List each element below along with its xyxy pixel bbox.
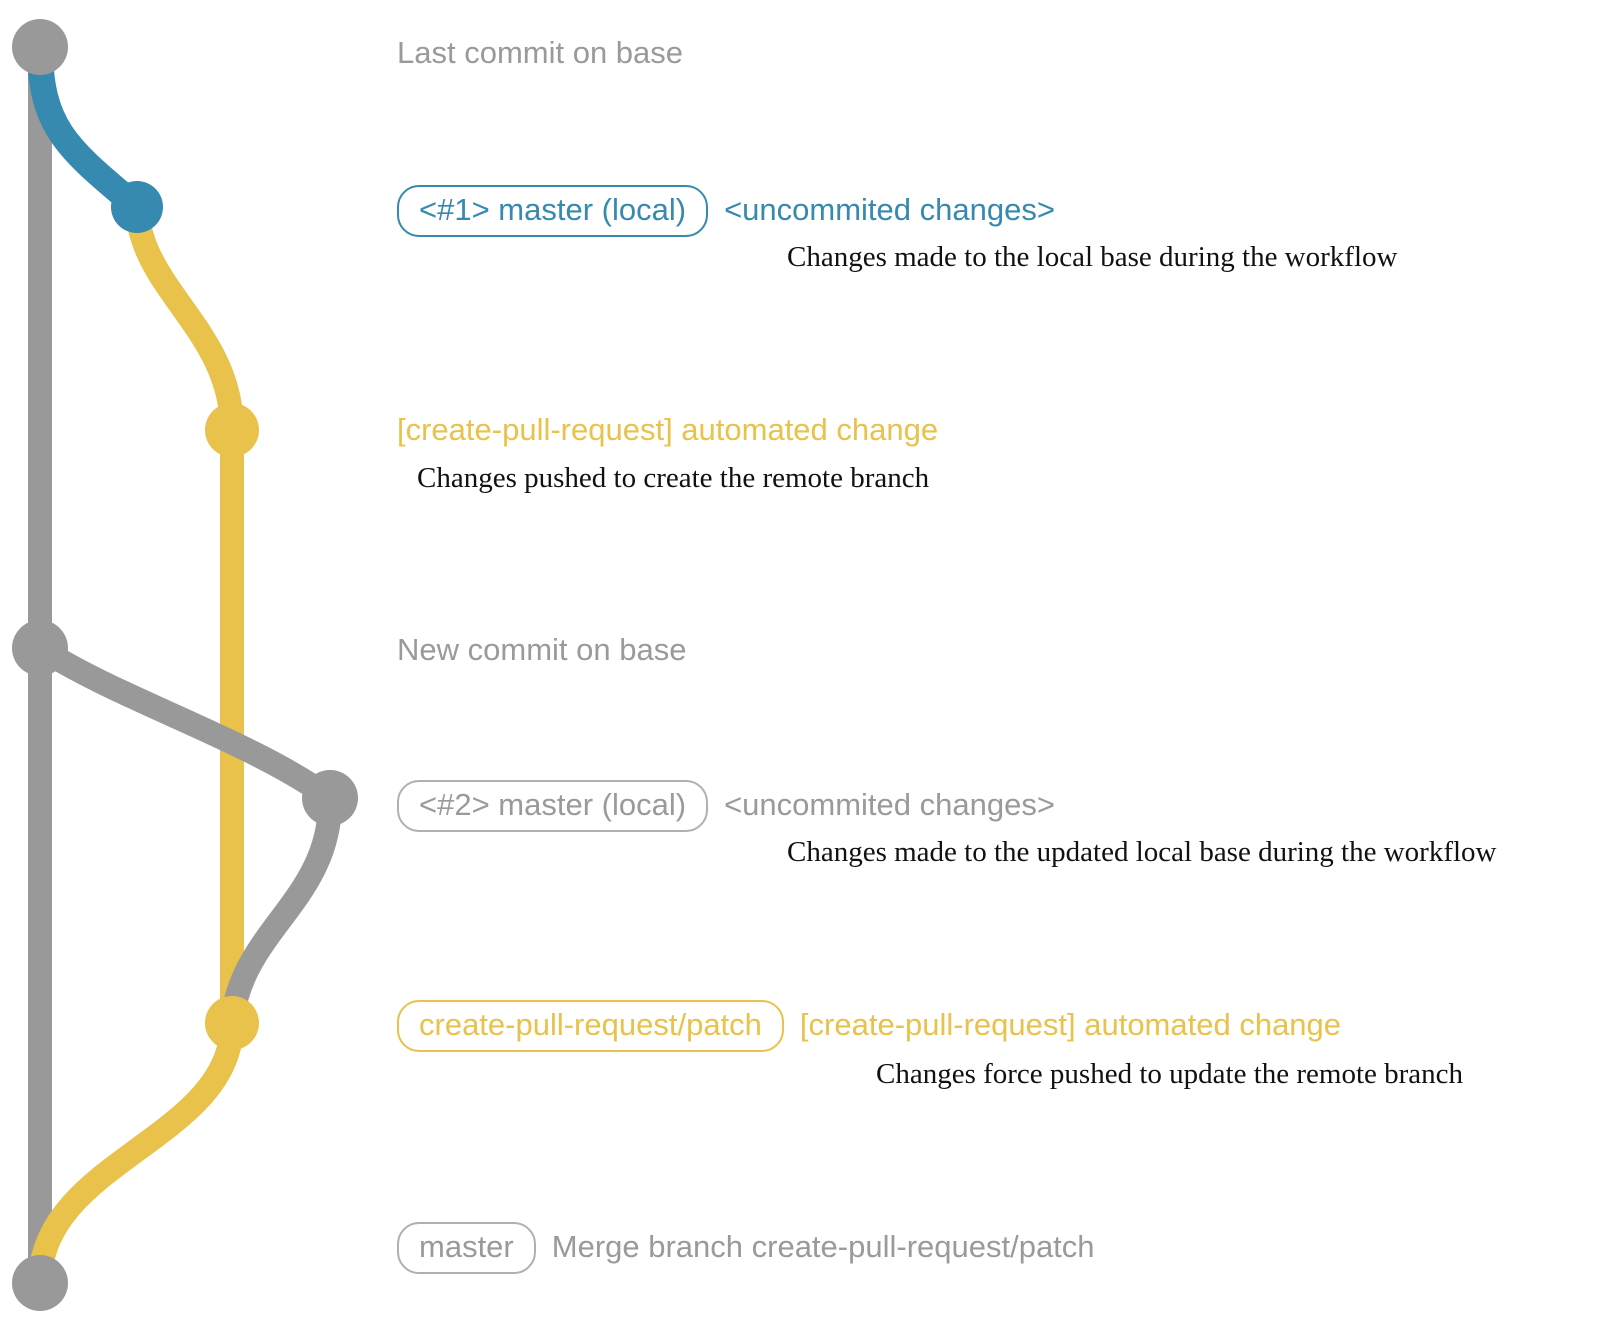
commit-subject-local-1: <uncommited changes> xyxy=(724,192,1055,227)
node-merge xyxy=(12,1255,68,1311)
branch-line-local-2-to-patch-2 xyxy=(220,786,343,1035)
commit-subject-merge: Merge branch create-pull-request/patch xyxy=(551,1229,1095,1264)
node-base-top xyxy=(12,19,68,75)
commit-description-local-2: Changes made to the updated local base d… xyxy=(787,836,1497,868)
node-patch-2 xyxy=(205,996,259,1050)
commit-row-automated-change-2: create-pull-request/patch [create-pull-r… xyxy=(397,1000,1342,1053)
branch-line-patch-1 xyxy=(125,195,244,442)
node-base-new xyxy=(12,620,68,676)
branch-line-local-2 xyxy=(28,636,342,810)
branch-pill-create-pull-request-patch[interactable]: create-pull-request/patch xyxy=(397,1000,784,1053)
commit-description-automated-change-2: Changes force pushed to update the remot… xyxy=(876,1058,1464,1090)
commit-row-merge: master Merge branch create-pull-request/… xyxy=(397,1222,1095,1275)
node-local-2 xyxy=(302,770,358,826)
commit-row-local-2: <#2> master (local) <uncommited changes> xyxy=(397,780,1055,833)
commit-subject-last-commit-on-base: Last commit on base xyxy=(397,35,684,70)
branch-pill-master-local-2[interactable]: <#2> master (local) xyxy=(397,780,709,833)
commit-subject-new-commit-on-base: New commit on base xyxy=(397,632,687,667)
commit-subject-local-2: <uncommited changes> xyxy=(724,787,1055,822)
commit-subject-automated-change-1: [create-pull-request] automated change xyxy=(397,412,939,447)
branch-pill-master-local-1[interactable]: <#1> master (local) xyxy=(397,185,709,238)
branch-line-merge xyxy=(28,1011,244,1295)
branch-pill-master[interactable]: master xyxy=(397,1222,536,1275)
commit-row-local-1: <#1> master (local) <uncommited changes> xyxy=(397,185,1055,238)
commit-description-automated-change-1: Changes pushed to create the remote bran… xyxy=(417,462,930,494)
node-patch-1 xyxy=(205,403,259,457)
commit-description-local-1: Changes made to the local base during th… xyxy=(787,241,1398,273)
node-local-1 xyxy=(111,181,163,233)
commit-subject-automated-change-2: [create-pull-request] automated change xyxy=(799,1007,1342,1042)
